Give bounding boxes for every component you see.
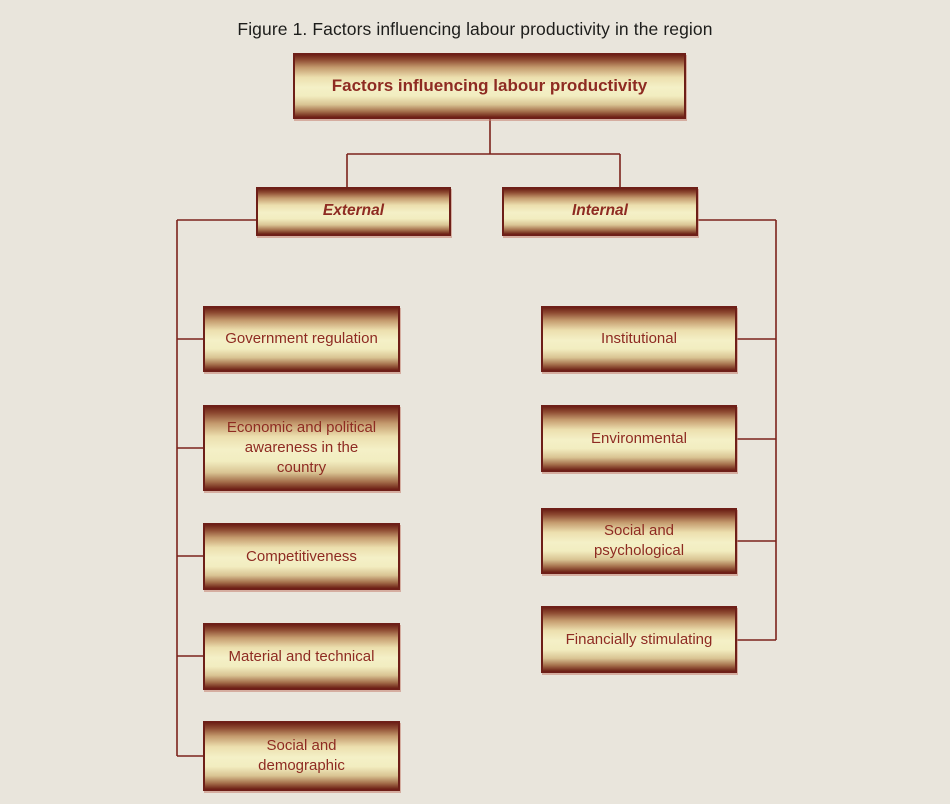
node-competitiveness: Competitiveness — [203, 523, 400, 590]
node-government-regulation: Government regulation — [203, 306, 400, 372]
node-root-factors: Factors influencing labour productivity — [293, 53, 686, 119]
node-economic-political-awareness: Economic and political awareness in the … — [203, 405, 400, 491]
node-branch-external: External — [256, 187, 451, 236]
node-institutional: Institutional — [541, 306, 737, 372]
node-social-demographic: Social and demographic — [203, 721, 400, 791]
node-financially-stimulating: Financially stimulating — [541, 606, 737, 673]
figure-caption: Figure 1. Factors influencing labour pro… — [237, 19, 713, 39]
node-environmental: Environmental — [541, 405, 737, 472]
node-material-technical: Material and technical — [203, 623, 400, 690]
node-branch-internal: Internal — [502, 187, 698, 236]
node-social-psychological: Social and psychological — [541, 508, 737, 574]
